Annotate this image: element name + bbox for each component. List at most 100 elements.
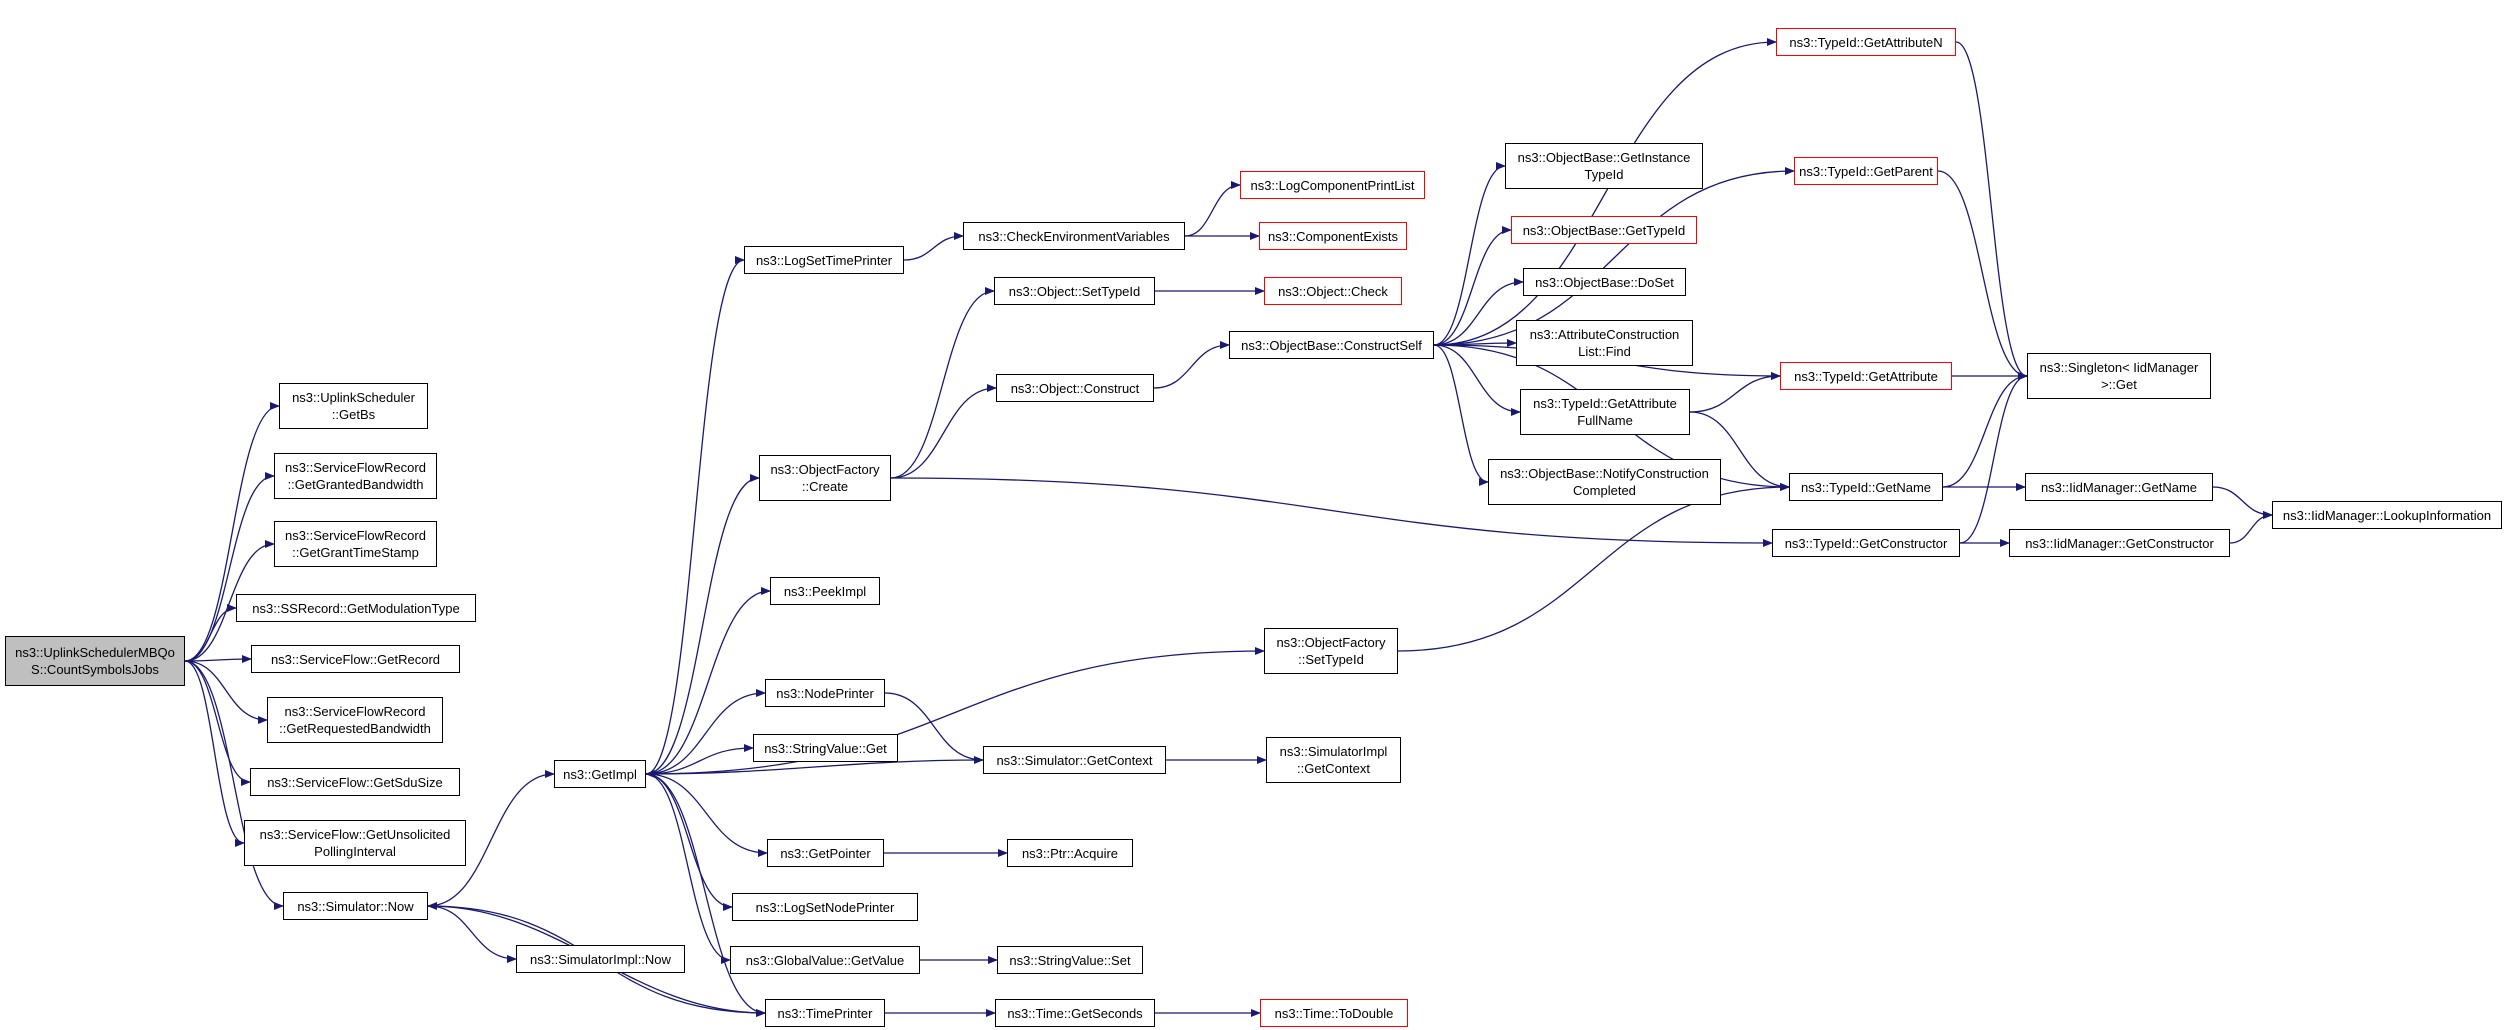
node-label: ns3::SSRecord::GetModulationType [252,600,460,616]
node-label: ns3::TypeId::GetName [1800,479,1932,495]
node-label: ns3::TypeId::GetAttribute [1794,368,1938,384]
node-tidgetname[interactable]: ns3::TypeId::GetName [1789,473,1943,501]
node-label: ns3::Ptr::Acquire [1021,845,1119,861]
edge-root-to-granttime [184,540,275,662]
node-acfind[interactable]: ns3::AttributeConstruction List::Find [1516,320,1693,366]
node-simimplnow[interactable]: ns3::SimulatorImpl::Now [516,945,685,973]
node-label: ns3::SimulatorImpl ::GetContext [1279,744,1388,776]
node-modtype[interactable]: ns3::SSRecord::GetModulationType [236,594,476,622]
node-getrecord[interactable]: ns3::ServiceFlow::GetRecord [251,645,460,673]
node-singletonget[interactable]: ns3::Singleton< IidManager >::Get [2027,353,2211,399]
node-objconstruct[interactable]: ns3::Object::Construct [996,374,1154,402]
node-label: ns3::TypeId::GetAttributeN [1789,34,1943,50]
node-label: ns3::Object::Check [1278,283,1388,299]
node-obnotify[interactable]: ns3::ObjectBase::NotifyConstruction Comp… [1488,459,1721,505]
node-getbs[interactable]: ns3::UplinkScheduler ::GetBs [279,383,428,429]
node-logcomplist[interactable]: ns3::LogComponentPrintList [1240,171,1425,199]
edge-objfactcreate-to-tidgetctor [890,477,1773,547]
node-nodeprinter[interactable]: ns3::NodePrinter [765,679,885,707]
node-logsettime[interactable]: ns3::LogSetTimePrinter [744,246,904,274]
node-label: ns3::LogSetTimePrinter [755,252,893,268]
node-obdoset[interactable]: ns3::ObjectBase::DoSet [1523,268,1686,296]
node-label: ns3::IidManager::GetName [2040,479,2198,495]
node-label: ns3::UplinkScheduler ::GetBs [292,390,415,422]
node-strvalget[interactable]: ns3::StringValue::Get [753,734,898,762]
node-objcheck[interactable]: ns3::Object::Check [1264,277,1402,305]
node-iidgetname[interactable]: ns3::IidManager::GetName [2025,473,2213,501]
node-sdusize[interactable]: ns3::ServiceFlow::GetSduSize [250,768,460,796]
node-timeprinter[interactable]: ns3::TimePrinter [765,999,885,1027]
edge-checkenv-to-logcomplist [1184,181,1241,237]
node-compexists[interactable]: ns3::ComponentExists [1259,222,1407,250]
node-tidgetattrn[interactable]: ns3::TypeId::GetAttributeN [1776,28,1956,56]
node-tidgetattrfull[interactable]: ns3::TypeId::GetAttribute FullName [1520,389,1690,435]
node-checkenv[interactable]: ns3::CheckEnvironmentVariables [963,222,1185,250]
node-label: ns3::StringValue::Get [764,740,887,756]
node-obgetinstance[interactable]: ns3::ObjectBase::GetInstance TypeId [1505,143,1703,189]
node-simimplgetctx[interactable]: ns3::SimulatorImpl ::GetContext [1266,737,1401,783]
node-label: ns3::ObjectBase::DoSet [1535,274,1674,290]
node-tidgetctor[interactable]: ns3::TypeId::GetConstructor [1772,529,1960,557]
edge-root-to-unsolicited [184,660,245,847]
node-label: ns3::ObjectBase::NotifyConstruction Comp… [1500,466,1709,498]
node-label: ns3::StringValue::Set [1009,952,1131,968]
node-reqbw[interactable]: ns3::ServiceFlowRecord ::GetRequestedBan… [267,697,443,743]
node-timetodouble[interactable]: ns3::Time::ToDouble [1260,999,1408,1027]
edge-objfactcreate-to-objconstruct [890,384,997,479]
node-iidlookup[interactable]: ns3::IidManager::LookupInformation [2272,501,2502,529]
node-label: ns3::TimePrinter [777,1005,873,1021]
node-label: ns3::GetImpl [563,766,637,782]
edge-getimpl-to-strvalget [645,744,754,775]
node-obconstructself[interactable]: ns3::ObjectBase::ConstructSelf [1229,331,1434,359]
edge-obconstructself-to-obdoset [1433,278,1524,346]
node-label: ns3::Time::ToDouble [1274,1005,1394,1021]
edge-root-to-getbs [184,402,280,662]
node-obgettypeid[interactable]: ns3::ObjectBase::GetTypeId [1511,216,1697,244]
node-simnow[interactable]: ns3::Simulator::Now [283,892,428,920]
node-label: ns3::ObjectBase::ConstructSelf [1241,337,1422,353]
node-ptracquire[interactable]: ns3::Ptr::Acquire [1007,839,1133,867]
node-label: ns3::Time::GetSeconds [1007,1005,1143,1021]
node-logsetnode[interactable]: ns3::LogSetNodePrinter [732,893,918,921]
node-tidgetparent[interactable]: ns3::TypeId::GetParent [1794,157,1938,185]
edge-getimpl-to-nodeprinter [645,689,766,775]
edge-getimpl-to-timeprinter [645,773,766,1017]
node-getpointer[interactable]: ns3::GetPointer [767,839,884,867]
edge-simgetcontext-to-getimpl [645,759,984,778]
edge-getimpl-to-objfactcreate [645,474,760,775]
node-label: ns3::Object::Construct [1010,380,1140,396]
edge-getimpl-to-peekimpl [645,587,771,775]
edge-getimpl-to-logsettime [645,256,745,775]
node-tidgetattr[interactable]: ns3::TypeId::GetAttribute [1780,362,1952,390]
node-label: ns3::ObjectBase::GetInstance TypeId [1517,150,1691,182]
edge-getimpl-to-gvgetvalue [645,773,731,964]
edge-iidgetctor-to-iidlookup [2229,511,2273,544]
edge-nodeprinter-to-simgetcontext [884,692,984,764]
edge-obconstructself-to-tidgetattrn [1433,38,1777,346]
edge-root-to-modtype [184,604,237,662]
node-objfactsettypeid[interactable]: ns3::ObjectFactory ::SetTypeId [1264,628,1398,674]
node-unsolicited[interactable]: ns3::ServiceFlow::GetUnsolicited Polling… [244,820,466,866]
edge-getimpl-to-getpointer [645,773,768,857]
node-granttime[interactable]: ns3::ServiceFlowRecord ::GetGrantTimeSta… [274,521,437,567]
node-peekimpl[interactable]: ns3::PeekImpl [770,577,880,605]
node-getimpl[interactable]: ns3::GetImpl [554,760,646,788]
node-gvgetvalue[interactable]: ns3::GlobalValue::GetValue [730,946,920,974]
edge-tidgetctor-to-singletonget [1959,372,2028,544]
node-iidgetctor[interactable]: ns3::IidManager::GetConstructor [2009,529,2230,557]
node-simgetcontext[interactable]: ns3::Simulator::GetContext [983,746,1166,774]
node-timegetseconds[interactable]: ns3::Time::GetSeconds [995,999,1155,1027]
node-label: ns3::Simulator::GetContext [996,752,1153,768]
node-label: ns3::AttributeConstruction List::Find [1529,327,1680,359]
node-objsettypeid[interactable]: ns3::Object::SetTypeId [994,277,1155,305]
node-label: ns3::ServiceFlowRecord ::GetRequestedBan… [279,704,431,736]
node-objfactcreate[interactable]: ns3::ObjectFactory ::Create [759,455,891,501]
edge-tidgetattrn-to-singletonget [1955,41,2028,380]
node-strvalset[interactable]: ns3::StringValue::Set [997,946,1143,974]
edge-logsettime-to-checkenv [903,232,964,261]
node-label: ns3::SimulatorImpl::Now [530,951,671,967]
node-grantedbw[interactable]: ns3::ServiceFlowRecord ::GetGrantedBandw… [274,453,437,499]
node-label: ns3::LogSetNodePrinter [755,899,895,915]
node-label: ns3::ServiceFlow::GetRecord [270,651,441,667]
